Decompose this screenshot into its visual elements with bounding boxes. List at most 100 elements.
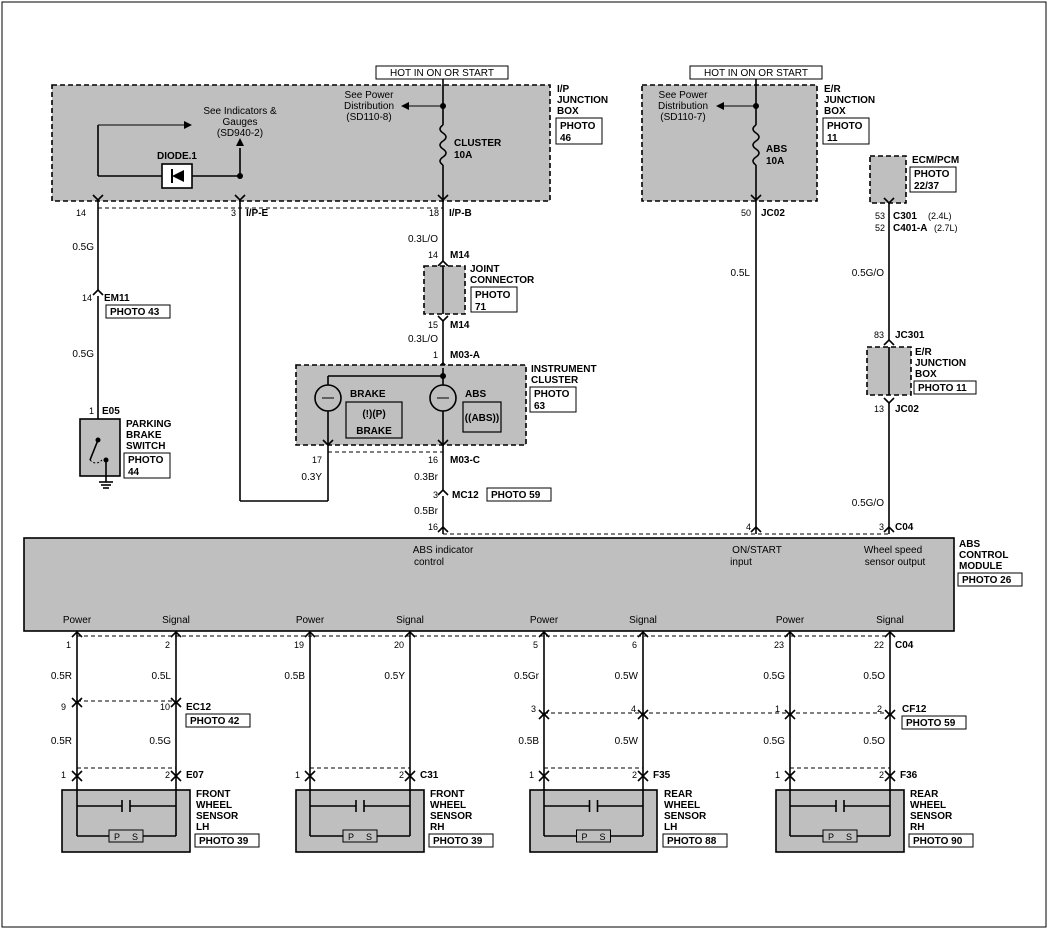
svg-text:SWITCH: SWITCH (126, 441, 165, 452)
svg-text:JOINT: JOINT (470, 264, 499, 275)
svg-text:See Indicators &: See Indicators & (203, 106, 277, 117)
svg-text:PHOTO 59: PHOTO 59 (906, 718, 956, 729)
svg-text:PHOTO: PHOTO (128, 455, 164, 466)
svg-text:C301: C301 (893, 211, 917, 222)
svg-text:PHOTO 26: PHOTO 26 (962, 575, 1012, 586)
svg-text:PHOTO 59: PHOTO 59 (491, 490, 541, 501)
switch-icon (89, 439, 99, 461)
wire-color-label: 0.5R (51, 736, 72, 747)
sensor-p-label: P (114, 832, 120, 842)
sensor-connector-chevron (637, 774, 649, 782)
svg-text:sensor output: sensor output (865, 557, 926, 568)
module-pin-label: 1 (66, 640, 71, 650)
svg-text:3: 3 (231, 208, 236, 218)
svg-text:44: 44 (128, 467, 140, 478)
wire-color-label: 0.5O (863, 671, 885, 682)
wire-color-label: 0.5L (152, 671, 172, 682)
abs-control-module: ABS CONTROL MODULE PHOTO 26 ABS indicato… (23, 537, 1023, 632)
hot-label-2: HOT IN ON OR START (704, 68, 808, 79)
svg-text:M14: M14 (450, 320, 470, 331)
svg-text:BRAKE: BRAKE (126, 430, 162, 441)
svg-text:BOX: BOX (915, 369, 937, 380)
svg-text:3: 3 (531, 704, 536, 714)
svg-text:2: 2 (165, 770, 170, 780)
svg-text:PHOTO 88: PHOTO 88 (667, 836, 717, 847)
svg-text:22/37: 22/37 (914, 181, 939, 192)
svg-text:JC02: JC02 (895, 404, 919, 415)
wire-color-label: 0.5Y (384, 671, 405, 682)
module-pin-label: 6 (632, 640, 637, 650)
svg-text:ABS: ABS (959, 539, 980, 550)
mid-connector-chevron (170, 700, 182, 708)
svg-text:control: control (414, 557, 444, 568)
wire-color-label: 0.5B (518, 736, 539, 747)
svg-text:11: 11 (827, 133, 838, 144)
svg-text:Signal: Signal (876, 615, 904, 626)
module-pin-label: 22 (874, 640, 884, 650)
svg-text:BOX: BOX (557, 106, 579, 117)
sensor-connector-chevron (71, 774, 83, 782)
svg-text:JUNCTION: JUNCTION (915, 358, 966, 369)
svg-text:Signal: Signal (629, 615, 657, 626)
svg-text:71: 71 (475, 302, 487, 313)
svg-text:0.5L: 0.5L (731, 268, 751, 279)
svg-text:FRONT: FRONT (430, 789, 464, 800)
ecm-pcm-box: ECM/PCM PHOTO 22/37 (869, 155, 959, 204)
svg-text:CF12: CF12 (902, 704, 927, 715)
svg-text:WHEEL: WHEEL (910, 800, 946, 811)
sensor-s-label: S (846, 832, 852, 842)
svg-text:PHOTO: PHOTO (475, 290, 511, 301)
svg-text:2: 2 (879, 770, 884, 780)
svg-text:CONNECTOR: CONNECTOR (470, 275, 535, 286)
svg-text:10: 10 (160, 702, 170, 712)
wheel-sensor-box (295, 789, 425, 853)
wire-color-label: 0.5R (51, 671, 72, 682)
svg-text:Distribution: Distribution (658, 101, 708, 112)
svg-text:Signal: Signal (162, 615, 190, 626)
wire-color-label: 0.5Gr (514, 671, 540, 682)
er-junction-box: E/R JUNCTION BOX PHOTO 11 See Power Dist… (641, 84, 875, 202)
wheel-sensor-box (529, 789, 658, 853)
svg-text:16: 16 (428, 522, 438, 532)
wire-color-label: 0.5G (763, 671, 785, 682)
svg-text:9: 9 (61, 702, 66, 712)
svg-text:1: 1 (295, 770, 300, 780)
svg-text:(SD940-2): (SD940-2) (217, 128, 263, 139)
svg-text:3: 3 (433, 490, 438, 500)
svg-text:input: input (730, 557, 752, 568)
svg-text:ABS: ABS (465, 389, 486, 400)
mid-connector-chevron (538, 712, 550, 720)
svg-text:Wheel speed: Wheel speed (864, 545, 922, 556)
hot-label-box-1 (375, 65, 509, 80)
ip-junction-box: I/P JUNCTION BOX PHOTO 46 See Power Dist… (51, 84, 608, 202)
svg-text:1: 1 (61, 770, 66, 780)
svg-text:F35: F35 (653, 770, 671, 781)
svg-text:CLUSTER: CLUSTER (454, 138, 502, 149)
svg-text:0.5G: 0.5G (72, 242, 94, 253)
svg-text:C04: C04 (895, 522, 914, 533)
svg-text:17: 17 (312, 455, 322, 465)
sensor-s-label: S (366, 832, 372, 842)
svg-text:2: 2 (632, 770, 637, 780)
sensor-s-label: S (132, 832, 138, 842)
parking-brake-switch: PARKING BRAKE SWITCH PHOTO 44 (79, 418, 172, 479)
sensor-connector-chevron (538, 774, 550, 782)
sensor-connector-chevron (404, 774, 416, 782)
svg-text:3: 3 (879, 522, 884, 532)
svg-text:0.5Br: 0.5Br (414, 506, 439, 517)
rear-wheel-sensor-rh: 1 2 F36 REAR WHEEL SENSOR RH PHOTO 90 (775, 770, 974, 848)
cluster-fuse-icon (439, 124, 447, 166)
svg-text:46: 46 (560, 133, 572, 144)
svg-text:WHEEL: WHEEL (430, 800, 466, 811)
svg-text:PHOTO 42: PHOTO 42 (190, 716, 240, 727)
svg-text:WHEEL: WHEEL (664, 800, 700, 811)
module-pin-label: 20 (394, 640, 404, 650)
svg-text:JC301: JC301 (895, 330, 925, 341)
svg-text:10A: 10A (766, 156, 784, 167)
svg-text:REAR: REAR (664, 789, 693, 800)
svg-text:83: 83 (874, 330, 884, 340)
rear-wheel-sensor-lh: 1 2 F35 REAR WHEEL SENSOR LH PHOTO 88 (529, 770, 728, 848)
svg-text:INSTRUMENT: INSTRUMENT (531, 364, 597, 375)
svg-text:PARKING: PARKING (126, 419, 172, 430)
